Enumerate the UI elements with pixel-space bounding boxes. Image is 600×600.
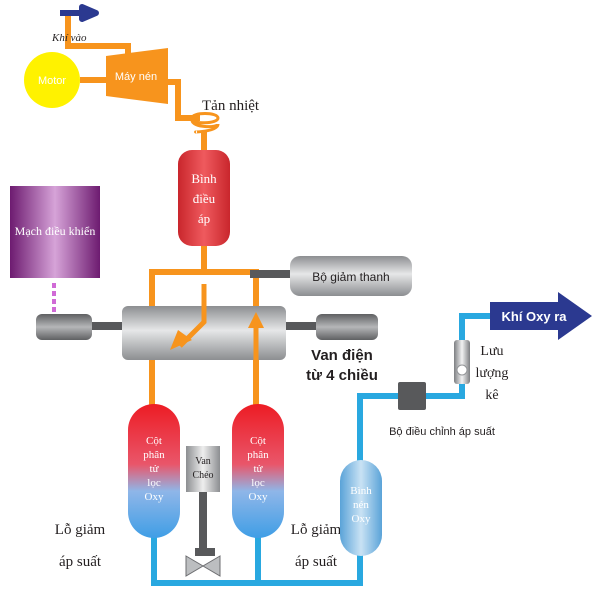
bottom-manifold bbox=[151, 534, 261, 586]
sieve-left-line-4: lọc bbox=[147, 477, 161, 489]
motor: Motor bbox=[24, 52, 108, 108]
cooler-label: Tản nhiệt bbox=[202, 98, 260, 114]
intake-pipe bbox=[65, 14, 131, 58]
tank-to-valve-pipe bbox=[149, 244, 207, 306]
sieve-left-line-5: Oxy bbox=[145, 491, 164, 503]
control-circuit-label: Mạch điều khiển bbox=[15, 224, 96, 238]
to-oxygen-tank bbox=[258, 555, 363, 586]
regulator-to-flowmeter bbox=[426, 382, 465, 399]
compressor-label: Máy nén bbox=[115, 71, 157, 83]
flowmeter-to-outlet bbox=[459, 313, 490, 340]
sieve-right-line-2: phân bbox=[247, 449, 269, 461]
oxygen-tank-line-1: Bình bbox=[350, 485, 372, 497]
cross-valve: Van Chéo bbox=[185, 446, 221, 577]
sieve-column-right: Cột phân tử lọc Oxy bbox=[232, 404, 284, 538]
pressure-regulator: Bộ điều chỉnh áp suất bbox=[389, 382, 495, 438]
solenoid-valve: Van điện từ 4 chiều bbox=[36, 284, 378, 384]
cross-valve-bowtie-icon bbox=[185, 555, 204, 577]
cross-valve-line-1: Van bbox=[195, 456, 211, 467]
pressure-regulator-label: Bộ điều chỉnh áp suất bbox=[389, 426, 495, 438]
sieve-right-line-4: lọc bbox=[251, 477, 265, 489]
oxygen-outlet-arrow: Khí Oxy ra bbox=[490, 292, 592, 340]
silencer: Bộ giảm thanh bbox=[290, 256, 412, 296]
relief-left-line-2: áp suất bbox=[59, 554, 102, 570]
gray-connectors bbox=[52, 270, 318, 556]
oxygen-tank-line-3: Oxy bbox=[352, 513, 371, 525]
relief-left-line-1: Lỗ giảm bbox=[55, 522, 106, 538]
pressure-tank-line-1: Bình bbox=[191, 171, 217, 186]
oxygen-line-network bbox=[151, 313, 490, 586]
relief-right-line-1: Lỗ giảm bbox=[291, 522, 342, 538]
air-intake-arrow bbox=[60, 4, 99, 22]
air-in-label: Khí vào bbox=[51, 32, 87, 44]
sieve-right-line-1: Cột bbox=[250, 435, 266, 447]
flowmeter-line-3: kê bbox=[485, 388, 498, 403]
sieve-right-line-5: Oxy bbox=[249, 491, 268, 503]
manifold-right bbox=[204, 269, 259, 306]
compressor-outlet-pipe bbox=[168, 79, 200, 121]
sieve-column-left: Cột phân tử lọc Oxy bbox=[128, 404, 180, 538]
pressure-tank-line-2: điều bbox=[193, 191, 216, 206]
relief-right-line-2: áp suất bbox=[295, 554, 338, 570]
sieve-left-line-1: Cột bbox=[146, 435, 162, 447]
sieve-left-line-3: tử bbox=[149, 463, 159, 475]
compressor: Máy nén bbox=[106, 48, 168, 104]
flowmeter: Lưu lượng kê bbox=[454, 340, 508, 403]
control-circuit: Mạch điều khiển bbox=[10, 186, 100, 278]
flowmeter-line-1: Lưu bbox=[480, 344, 503, 359]
oxygen-out-label: Khí Oxy ra bbox=[501, 309, 567, 324]
pressure-tank-line-3: áp bbox=[198, 211, 210, 226]
sieve-left-line-2: phân bbox=[143, 449, 165, 461]
solenoid-valve-line-1: Van điện bbox=[311, 347, 373, 364]
motor-label: Motor bbox=[38, 75, 66, 87]
tank-to-regulator bbox=[357, 393, 398, 462]
oxygen-tank: Bình nén Oxy bbox=[340, 460, 382, 556]
flowmeter-line-2: lượng bbox=[476, 366, 509, 381]
cooler-coil bbox=[190, 112, 220, 134]
pressure-tank: Bình điều áp bbox=[178, 150, 230, 246]
solenoid-valve-line-2: từ 4 chiều bbox=[306, 367, 378, 384]
silencer-label: Bộ giảm thanh bbox=[312, 270, 389, 284]
oxygen-tank-line-2: nén bbox=[353, 499, 369, 511]
cross-valve-line-2: Chéo bbox=[192, 470, 213, 481]
sieve-right-line-3: tử bbox=[253, 463, 263, 475]
